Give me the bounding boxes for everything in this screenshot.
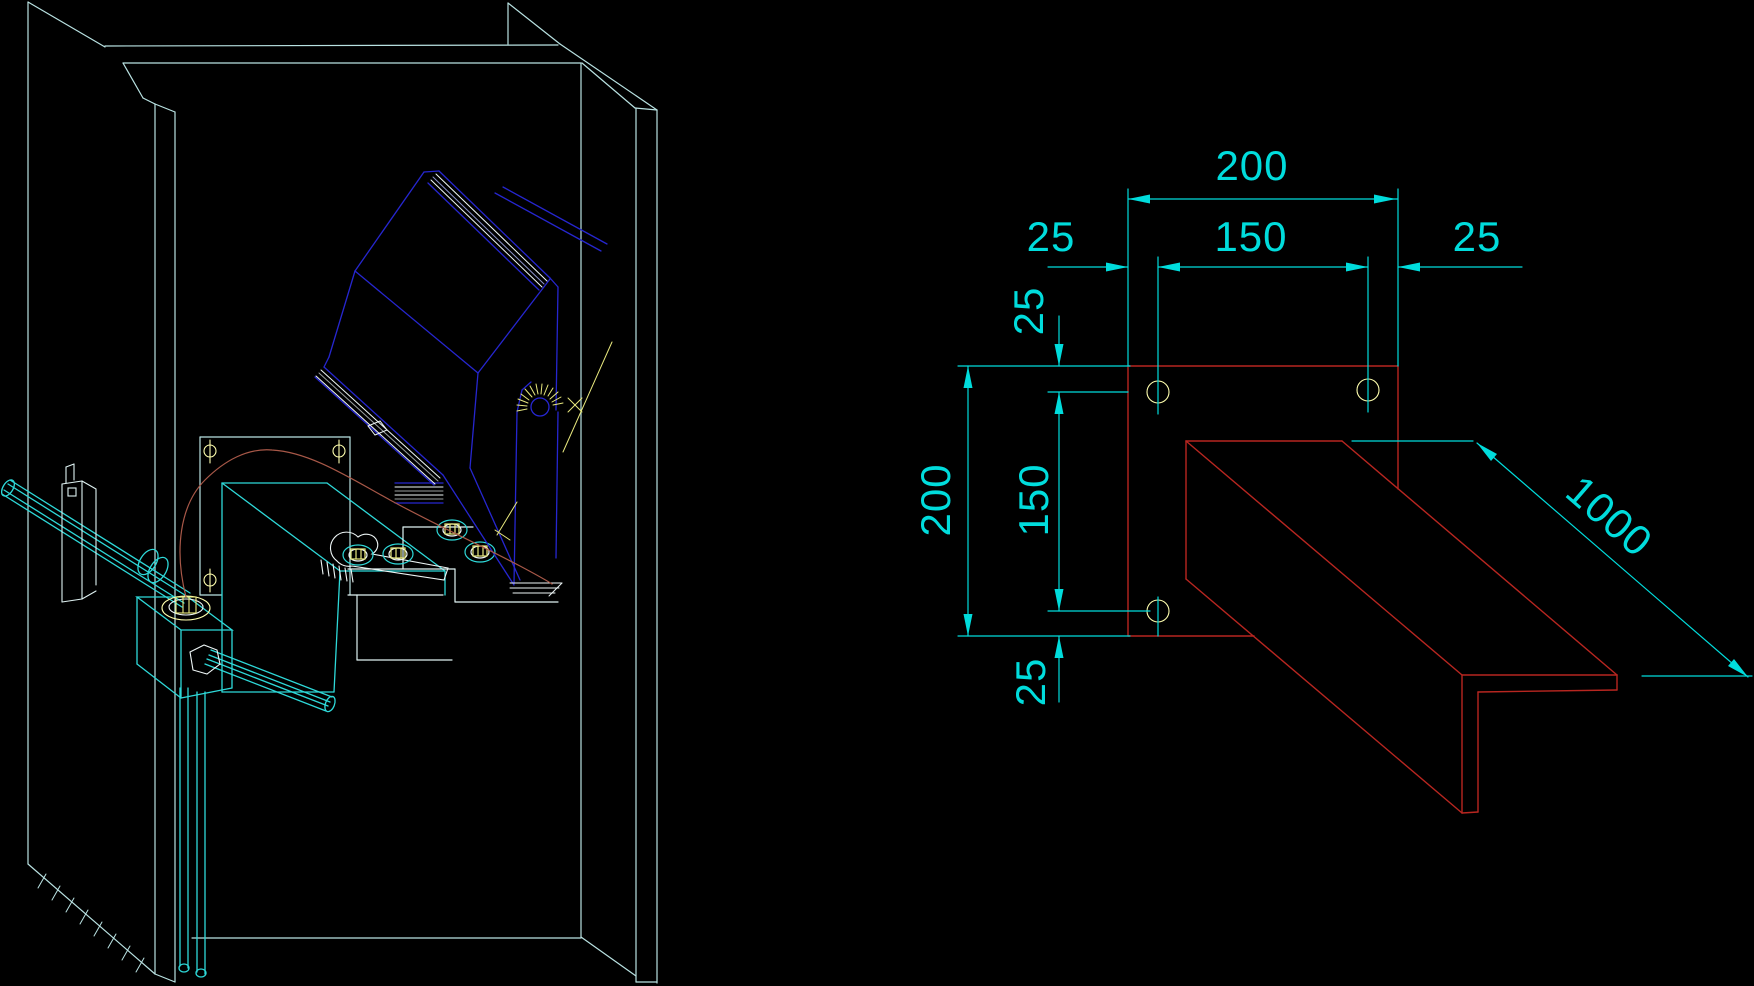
dim-plan-right-offset: 25 xyxy=(1453,213,1502,260)
device-laminations xyxy=(315,173,563,597)
clamp-block xyxy=(135,596,234,699)
dim-plan-left-offset: 25 xyxy=(1027,213,1076,260)
isometric-assembly-view xyxy=(0,1,658,984)
dim-side-height: 200 xyxy=(912,463,959,536)
protractor-scale xyxy=(494,341,613,541)
dimension-lines xyxy=(957,188,1753,703)
base-bolts xyxy=(342,519,496,566)
dim-side-hole-span: 150 xyxy=(1010,463,1057,536)
mounting-plate-outline xyxy=(1127,365,1399,637)
pivot-slot-plate xyxy=(320,531,449,583)
dim-side-top-offset: 25 xyxy=(1005,287,1052,336)
backplate-holes xyxy=(203,439,346,593)
rod-clip-plate xyxy=(61,463,97,603)
frame-structure xyxy=(27,1,658,984)
dim-plan-hole-span: 150 xyxy=(1214,213,1287,260)
rod-clamp-assembly xyxy=(0,479,336,978)
shelf-block xyxy=(221,482,446,693)
dim-side-bottom-offset: 25 xyxy=(1007,658,1054,707)
cable xyxy=(179,449,553,598)
mounting-backplate xyxy=(199,436,351,596)
angle-bracket-outline xyxy=(1185,440,1618,814)
dimension-arrowheads xyxy=(963,194,1748,677)
plate-edge-hatching xyxy=(37,873,145,973)
dim-plan-width: 200 xyxy=(1215,142,1288,189)
